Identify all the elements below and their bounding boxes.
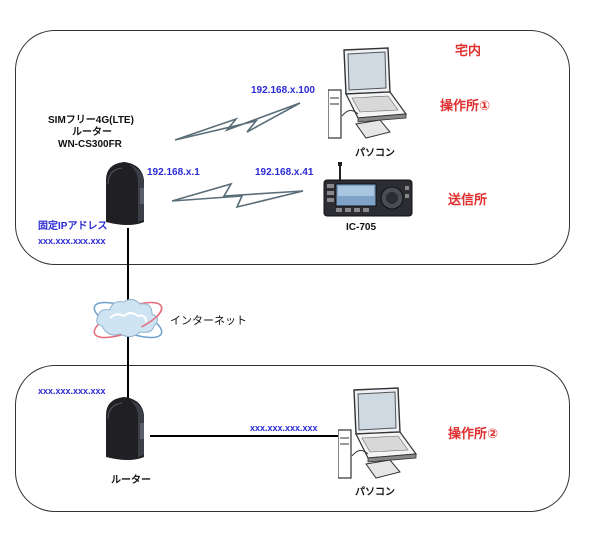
wireless-zigzag-icon [174,102,301,141]
fixed-ip-label: 固定IPアドレス [38,221,108,232]
laptop-icon [328,47,408,139]
home-zone-label: 宅内 [455,43,482,58]
router-wan-ip: xxx.xxx.xxx.xxx [38,236,106,246]
pc-remote-ip: xxx.xxx.xxx.xxx [250,423,318,433]
radio-ip: 192.168.x.41 [255,167,314,178]
wireless-zigzag-icon [171,182,304,209]
router-icon [106,397,144,460]
station-tx-label: 送信所 [448,192,488,207]
router-lan-ip: 192.168.x.1 [147,167,200,178]
cloud-globe-icon [93,298,163,339]
station-op2-label: 操作所② [448,426,499,441]
radio-transceiver-icon [323,162,413,217]
remote-router-label: ルーター [111,475,151,486]
internet-label: インターネット [170,315,247,327]
router-name-line3: WN-CS300FR [58,139,122,150]
pc-remote-label: パソコン [355,487,395,498]
radio-label: IC-705 [346,222,377,233]
remote-router-wan-ip: xxx.xxx.xxx.xxx [38,386,106,396]
laptop-icon [338,387,418,479]
router-name-line1: SIMフリー4G(LTE) [48,115,134,126]
station-op1-label: 操作所① [440,98,491,113]
home-zone-box [15,30,570,265]
pc-home-ip: 192.168.x.100 [251,85,315,96]
router-icon [106,162,144,225]
pc-home-label: パソコン [355,148,395,159]
router-name-line2: ルーター [72,127,112,138]
